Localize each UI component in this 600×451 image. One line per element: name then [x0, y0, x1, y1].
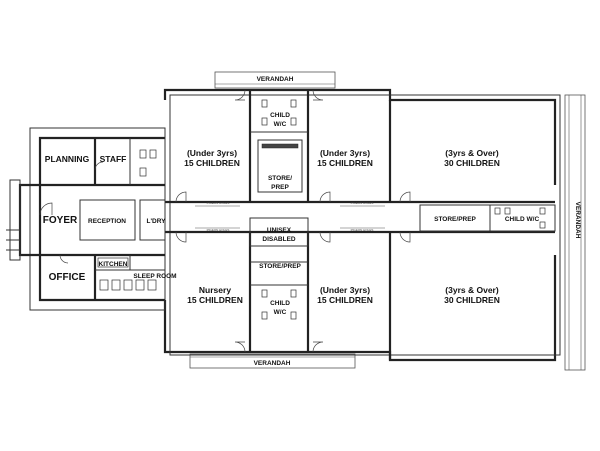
label-verandah-bottom: VERANDAH: [254, 360, 291, 367]
label-under3-top-center-2: 15 CHILDREN: [317, 158, 373, 168]
label-over3-bottom-right-1: (3yrs & Over): [445, 285, 499, 295]
svg-text:PIGEON HOLES: PIGEON HOLES: [351, 201, 374, 205]
label-sleep-room: SLEEP ROOM: [133, 273, 176, 280]
label-reception: RECEPTION: [88, 218, 126, 225]
svg-text:PIGEON HOLES: PIGEON HOLES: [351, 228, 374, 232]
label-foyer: FOYER: [43, 215, 78, 226]
verandah-top: [214, 71, 336, 89]
label-under3-bottom-center-2: 15 CHILDREN: [317, 295, 373, 305]
label-laundry: L'DRY: [147, 218, 167, 225]
label-unisex-1: UNISEX: [267, 227, 292, 234]
label-over3-top-right-1: (3yrs & Over): [445, 148, 499, 158]
partitions: [40, 90, 556, 360]
doors: [39, 89, 411, 353]
svg-text:PIGEON HOLES: PIGEON HOLES: [207, 228, 230, 232]
central-corridor: PIGEON HOLES PIGEON HOLES PIGEON HOLES P…: [165, 200, 555, 234]
label-kitchen: KITCHEN: [99, 261, 128, 268]
label-child-wc-bottom-2: W/C: [274, 309, 287, 316]
label-store-prep-top-2: PREP: [271, 184, 289, 191]
label-verandah-top: VERANDAH: [257, 76, 294, 83]
label-unisex-2: DISABLED: [262, 236, 296, 243]
verandah-bottom: [189, 353, 356, 369]
label-over3-bottom-right-2: 30 CHILDREN: [444, 295, 500, 305]
label-staff: STAFF: [100, 154, 127, 164]
label-store-prep-mid: STORE/PREP: [259, 263, 301, 270]
label-office: OFFICE: [49, 272, 86, 283]
label-child-wc-right: CHILD W/C: [505, 216, 540, 223]
label-under3-top-center-1: (Under 3yrs): [320, 148, 370, 158]
label-child-wc-top-2: W/C: [274, 121, 287, 128]
label-nursery-2: 15 CHILDREN: [187, 295, 243, 305]
label-verandah-right: VERANDAH: [574, 202, 581, 239]
label-under3-bottom-center-1: (Under 3yrs): [320, 285, 370, 295]
fixtures: [97, 99, 546, 320]
label-under3-top-left-1: (Under 3yrs): [187, 148, 237, 158]
label-store-prep-right: STORE/PREP: [434, 216, 476, 223]
svg-text:PIGEON HOLES: PIGEON HOLES: [207, 201, 230, 205]
label-child-wc-bottom-1: CHILD: [270, 300, 290, 307]
label-store-prep-top-1: STORE/: [268, 175, 292, 182]
label-under3-top-left-2: 15 CHILDREN: [184, 158, 240, 168]
label-child-wc-top-1: CHILD: [270, 112, 290, 119]
label-nursery-1: Nursery: [199, 285, 231, 295]
label-planning: PLANNING: [45, 154, 90, 164]
verandah-right: [564, 94, 586, 371]
label-over3-top-right-2: 30 CHILDREN: [444, 158, 500, 168]
building-outline: [6, 88, 561, 362]
